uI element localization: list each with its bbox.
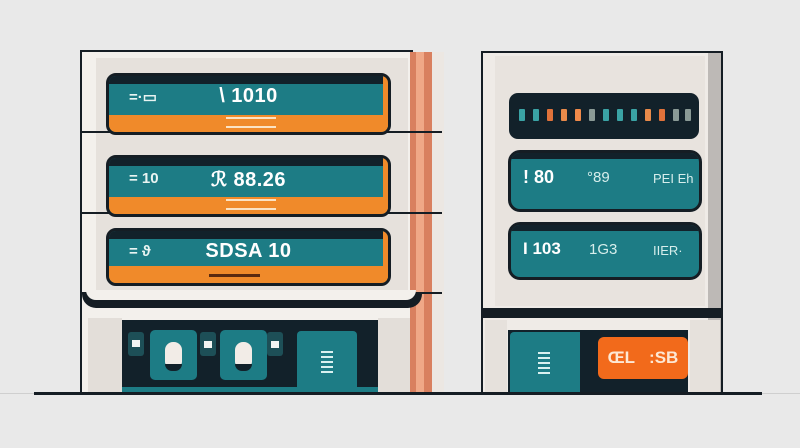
display-panel-1: =·▭ \ 1010 [106, 73, 391, 135]
panel-value: SDSA 10 [205, 240, 292, 262]
right-cabinet-bevel [482, 308, 722, 318]
pipe-shadow [430, 52, 444, 392]
display-panel-2: = 10 ℛ 88.26 [106, 155, 391, 217]
vent-grille [510, 332, 580, 392]
left-base-side [378, 318, 410, 395]
panel-reading: I 103 [523, 239, 561, 258]
switch-lever-icon [235, 342, 252, 366]
indicator-light [200, 332, 216, 356]
led-segment [603, 109, 609, 121]
panel-value: \ 1010 [219, 85, 278, 107]
left-cabinet-ledge [86, 290, 416, 300]
switch-lever-icon [165, 342, 182, 366]
orange-status-display: ŒL :SB [598, 337, 688, 379]
led-segment [533, 109, 539, 121]
panel-label: = 10 [129, 170, 159, 187]
right-display-panel-1: ! 80 °89 PEI Eh [508, 150, 702, 212]
left-base-strip [122, 387, 378, 392]
led-segment [645, 109, 651, 121]
display-left-text: ŒL [607, 348, 636, 367]
panel-unit: PEI Eh [653, 171, 694, 186]
panel-label: =·▭ [129, 89, 157, 106]
left-base-side [88, 318, 122, 395]
right-base-side [485, 320, 507, 395]
floor-line [34, 392, 762, 395]
toggle-switch[interactable] [150, 330, 197, 380]
led-segment [575, 109, 581, 121]
led-segment [519, 109, 525, 121]
led-segment [589, 109, 595, 121]
copper-pipe-highlight [416, 52, 424, 392]
right-base-side [690, 320, 720, 395]
panel-reading: 1G3 [589, 241, 618, 258]
led-segment [617, 109, 623, 121]
display-right-text: :SB [649, 348, 679, 367]
led-segment [673, 109, 679, 121]
panel-unit: IIER· [653, 243, 683, 258]
toggle-switch[interactable] [220, 330, 267, 380]
led-segment [561, 109, 567, 121]
vent-grille [297, 331, 357, 391]
panel-value: ℛ 88.26 [210, 169, 287, 191]
led-segment [685, 109, 691, 121]
led-segment [547, 109, 553, 121]
led-segment [631, 109, 637, 121]
indicator-light [267, 332, 283, 356]
panel-reading: °89 [587, 169, 610, 186]
panel-label: = ϑ [129, 243, 151, 260]
right-display-panel-2: I 103 1G3 IIER· [508, 222, 702, 280]
display-panel-3: = ϑ SDSA 10 [106, 228, 391, 286]
led-status-bar [509, 93, 699, 139]
led-segment [659, 109, 665, 121]
shelf-divider [410, 292, 442, 294]
indicator-light [128, 332, 144, 356]
panel-reading: ! 80 [523, 167, 555, 187]
